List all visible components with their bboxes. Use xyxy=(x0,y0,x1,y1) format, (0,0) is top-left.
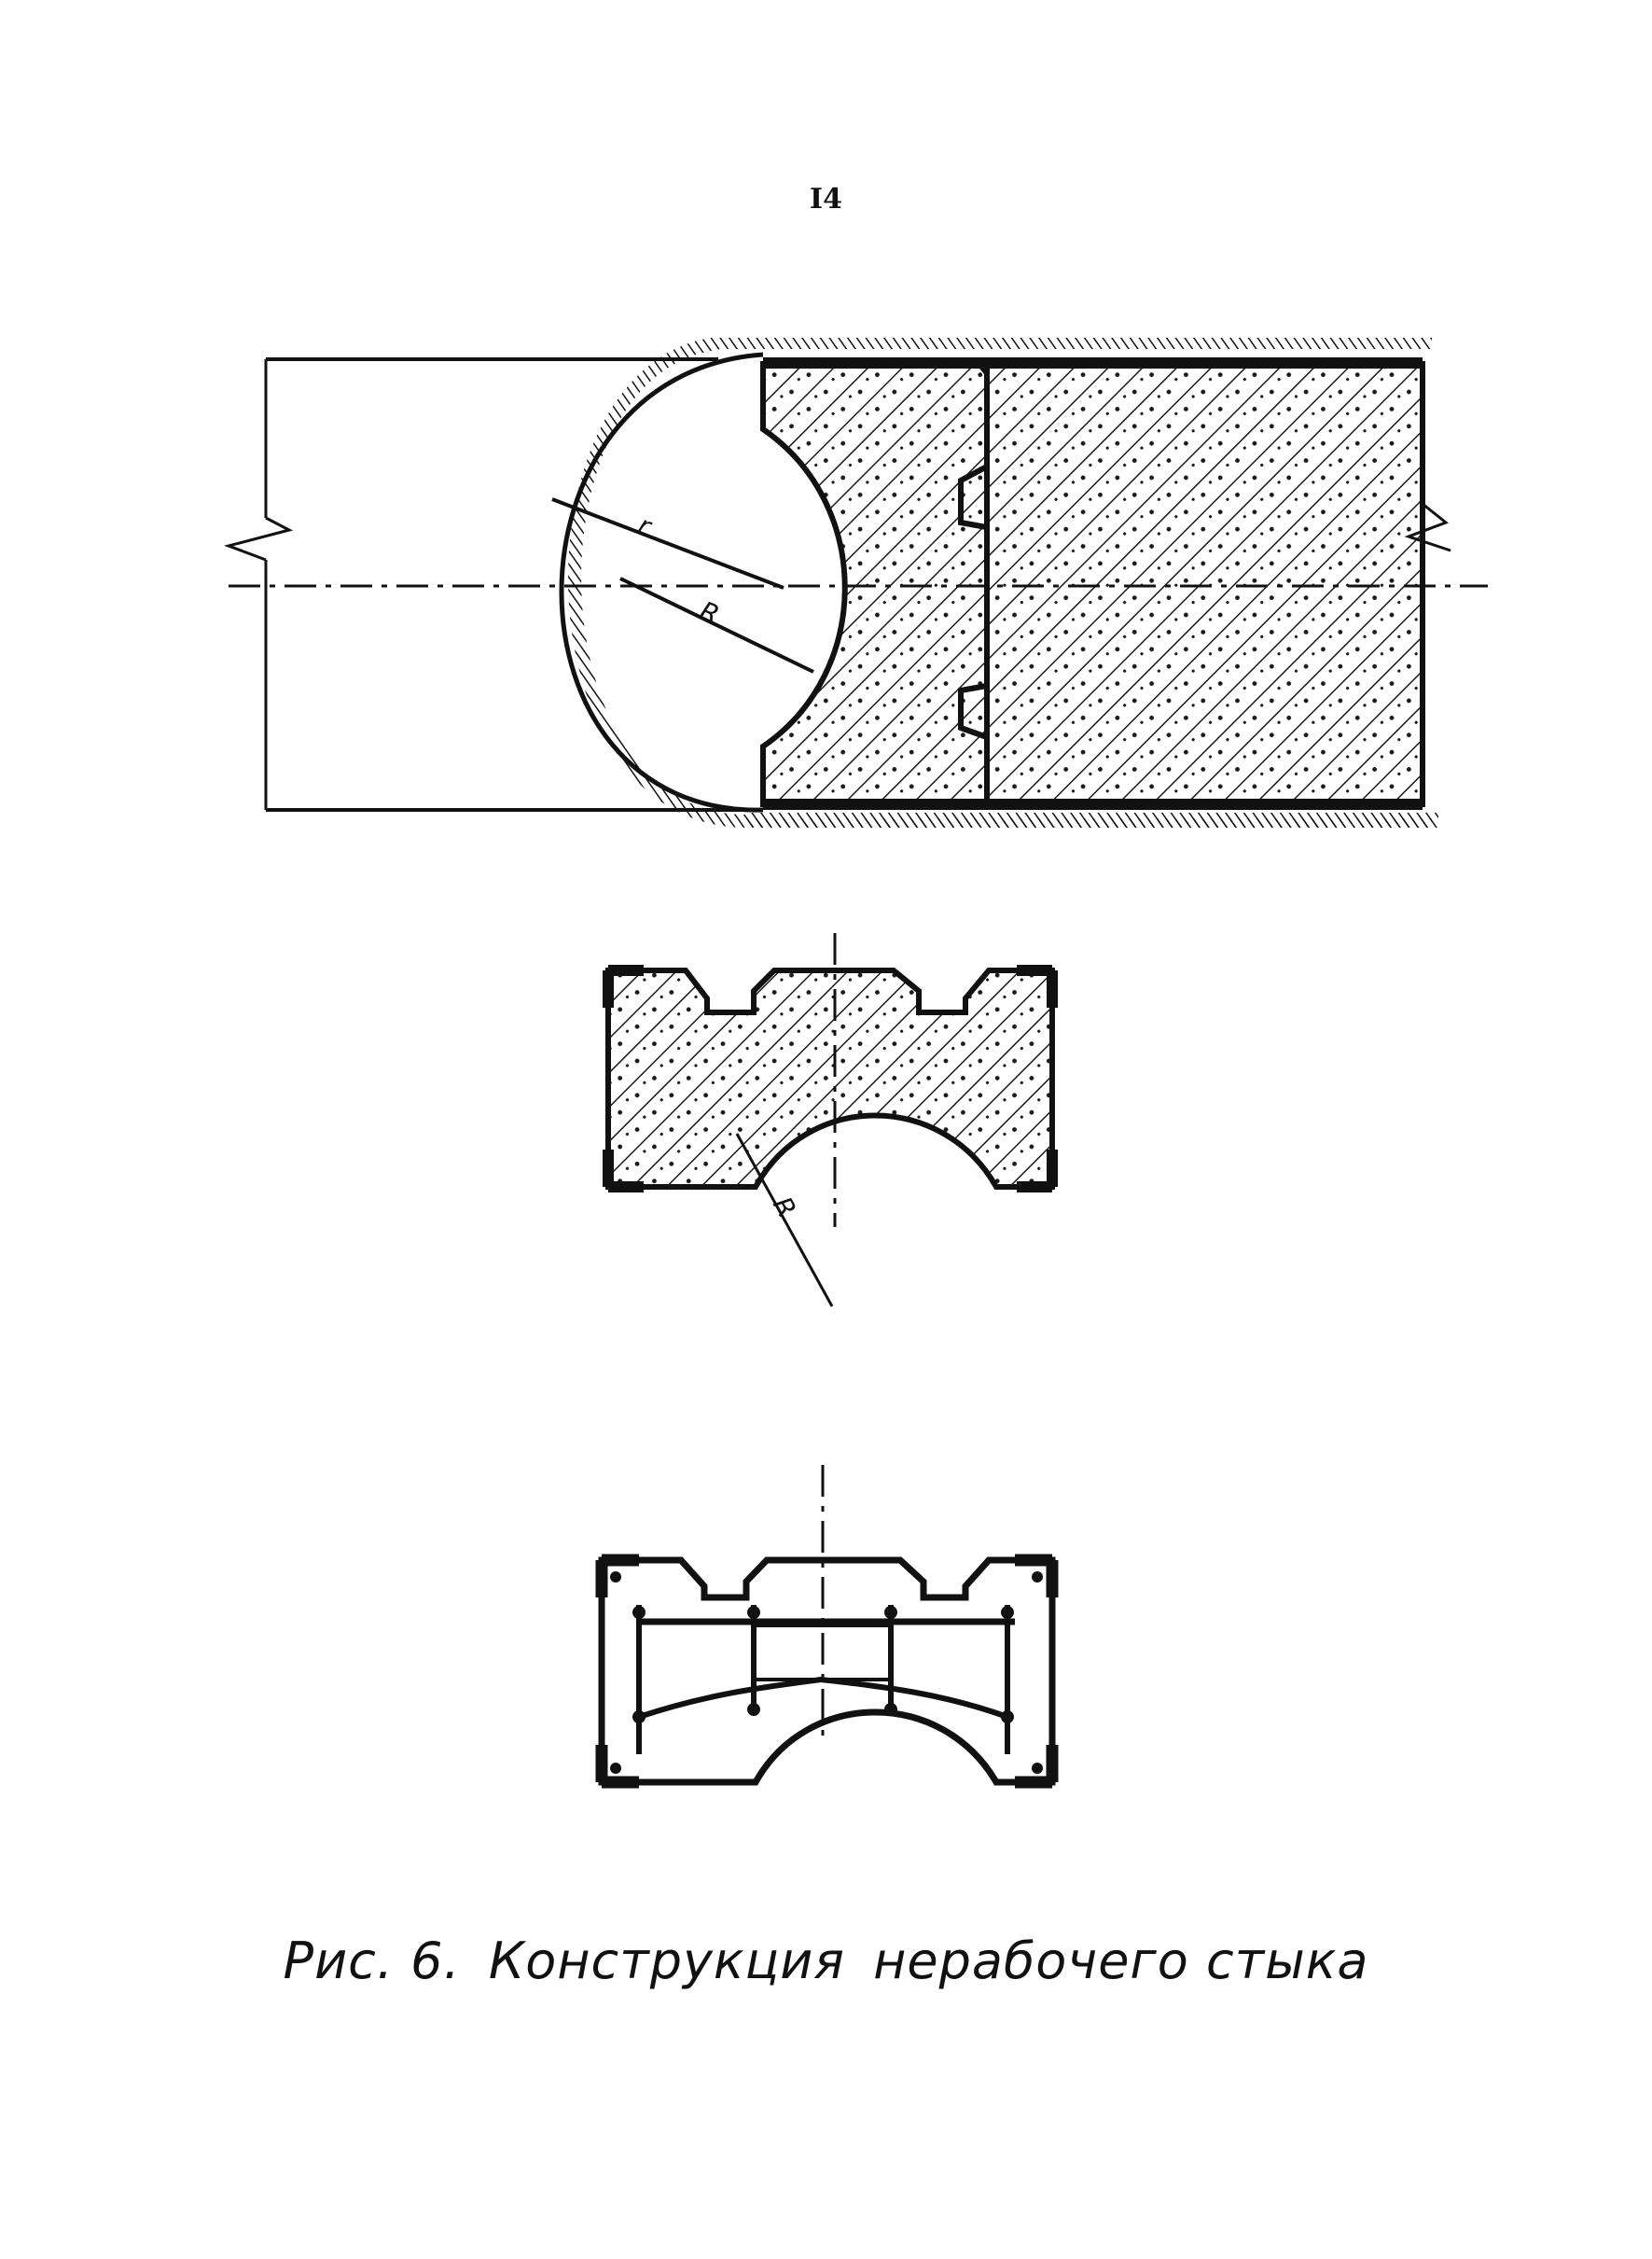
excavation-hatch xyxy=(568,337,1438,828)
caption-prefix: Рис. 6. xyxy=(283,1931,461,1990)
block-cross-section: R xyxy=(603,933,1058,1307)
spherical-cavity xyxy=(559,352,764,813)
left-block xyxy=(760,361,990,807)
radius-R-line xyxy=(619,577,814,674)
bottom-plate xyxy=(763,799,1423,810)
page-number: I4 xyxy=(810,183,842,216)
reinforcement-outline xyxy=(598,1556,1056,1786)
break-mark-right xyxy=(1404,502,1451,552)
radius-R-line-middle xyxy=(735,1133,834,1307)
right-block xyxy=(958,361,1425,807)
break-mark-left xyxy=(224,516,294,562)
block-section-body xyxy=(605,968,1055,1190)
top-plate xyxy=(763,357,1423,369)
caption-subtitle: нерабочего стыка xyxy=(873,1931,1369,1990)
bottom-rebar xyxy=(638,1676,1009,1720)
reinforcement-section xyxy=(595,1465,1059,1789)
radius-r-line xyxy=(551,497,784,590)
longitudinal-section: r R xyxy=(224,337,1488,828)
caption-title: Конструкция xyxy=(488,1931,845,1990)
figure-caption: Рис. 6. Конструкция нерабочего стыка xyxy=(0,1931,1652,1990)
